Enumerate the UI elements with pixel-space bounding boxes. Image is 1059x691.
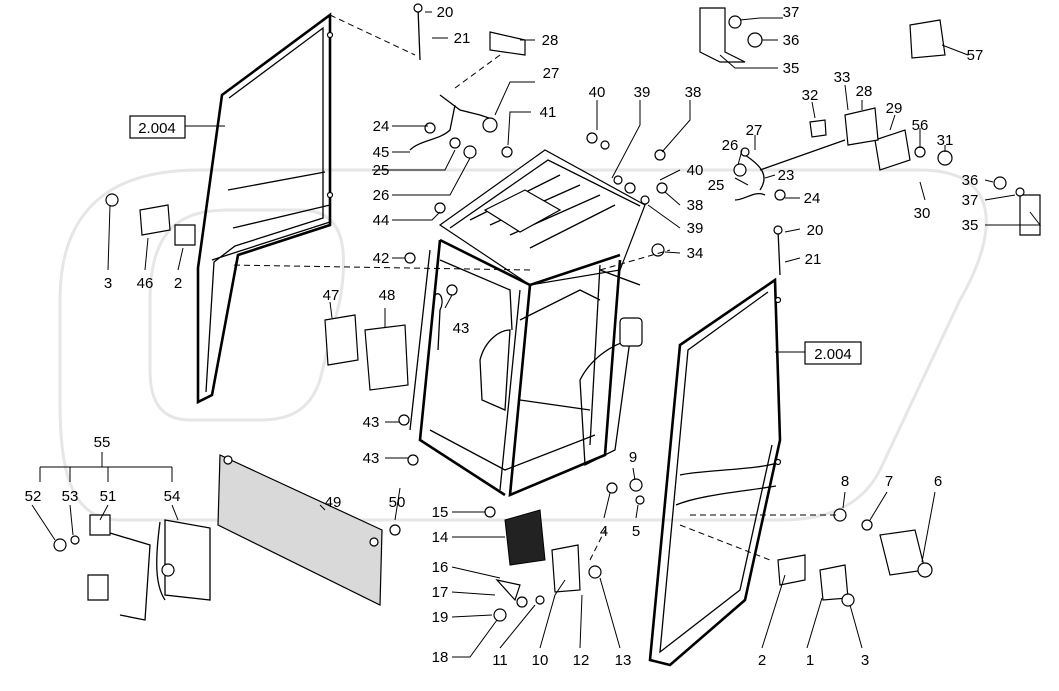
- callout-numbers: 1 2 2 3 3 4 5 6 7 8 9 10 11 12 13 14 15 …: [25, 4, 984, 669]
- callout: 6: [934, 473, 942, 490]
- callout: 7: [885, 473, 893, 490]
- callout: 32: [802, 87, 819, 104]
- callout: 39: [687, 220, 704, 237]
- callout: 5: [632, 523, 640, 540]
- callout: 35: [783, 60, 800, 77]
- assembly-dashed-lines: [229, 14, 840, 561]
- callout: 41: [540, 104, 557, 121]
- callout: 54: [164, 488, 181, 505]
- callout: 3: [861, 652, 869, 669]
- callout: 14: [432, 529, 449, 546]
- callout: 10: [532, 652, 549, 669]
- callout: 25: [373, 162, 390, 179]
- callout: 25: [708, 177, 725, 194]
- mirror-assembly: [53, 514, 211, 621]
- callout: 36: [783, 32, 800, 49]
- callout: 27: [746, 122, 763, 139]
- step-grille: [217, 454, 401, 606]
- callout: 29: [886, 100, 903, 117]
- callout: 17: [432, 584, 449, 601]
- watermark-logo: [58, 168, 988, 522]
- callout: 12: [573, 652, 590, 669]
- callout: 21: [805, 251, 822, 268]
- callout: 43: [363, 414, 380, 431]
- ref-label-left: 2.004: [138, 120, 176, 137]
- callout: 20: [437, 4, 454, 21]
- callout: 31: [937, 132, 954, 149]
- callout: 30: [914, 205, 931, 222]
- callout: 4: [600, 523, 608, 540]
- callout: 43: [453, 320, 470, 337]
- callout: 37: [962, 192, 979, 209]
- callout: 45: [373, 144, 390, 161]
- callout: 51: [100, 488, 117, 505]
- callout: 52: [25, 488, 42, 505]
- callout: 46: [137, 275, 154, 292]
- callout: 24: [804, 190, 821, 207]
- ref-box-right: 2.004: [804, 341, 862, 365]
- callout: 55: [94, 434, 111, 451]
- callout: 24: [373, 118, 390, 135]
- cab-frame: [409, 149, 646, 498]
- callout: 33: [834, 69, 851, 86]
- callout: 26: [722, 137, 739, 154]
- callout: 21: [454, 30, 471, 47]
- callout: 56: [912, 117, 929, 134]
- callout: 28: [542, 32, 559, 49]
- callout: 49: [325, 494, 342, 511]
- latch-parts: [484, 478, 933, 622]
- callout: 40: [687, 162, 704, 179]
- callout: 38: [687, 197, 704, 214]
- callout: 26: [373, 187, 390, 204]
- callout: 35: [962, 217, 979, 234]
- callout: 1: [806, 652, 814, 669]
- callout: 50: [389, 494, 406, 511]
- callout: 9: [629, 449, 637, 466]
- callout: 42: [373, 250, 390, 267]
- ref-label-right: 2.004: [814, 346, 852, 363]
- callout: 2: [174, 275, 182, 292]
- callout: 20: [807, 222, 824, 239]
- callout: 11: [492, 652, 508, 669]
- callout: 38: [685, 84, 702, 101]
- callout: 16: [432, 559, 449, 576]
- right-door: [648, 277, 782, 667]
- callout: 13: [615, 652, 632, 669]
- callout: 28: [856, 83, 873, 100]
- callout: 8: [841, 473, 849, 490]
- callout: 47: [323, 287, 340, 304]
- left-door: [196, 12, 334, 405]
- callout: 36: [962, 172, 979, 189]
- callout: 53: [62, 488, 79, 505]
- callout: 34: [687, 245, 704, 262]
- callout: 40: [589, 84, 606, 101]
- callout: 44: [373, 212, 390, 229]
- callout: 48: [379, 287, 396, 304]
- callout: 39: [634, 84, 651, 101]
- callout: 15: [432, 504, 449, 521]
- callout: 18: [432, 649, 449, 666]
- leader-lines: [31, 11, 1042, 658]
- callout: 57: [967, 47, 984, 64]
- ref-box-left: 2.004: [129, 115, 186, 139]
- callout: 43: [363, 450, 380, 467]
- callout: 23: [778, 167, 795, 184]
- callout: 2: [758, 652, 766, 669]
- callout: 3: [104, 275, 112, 292]
- callout: 27: [543, 65, 560, 82]
- callout: 19: [432, 609, 449, 626]
- callout: 37: [783, 4, 800, 21]
